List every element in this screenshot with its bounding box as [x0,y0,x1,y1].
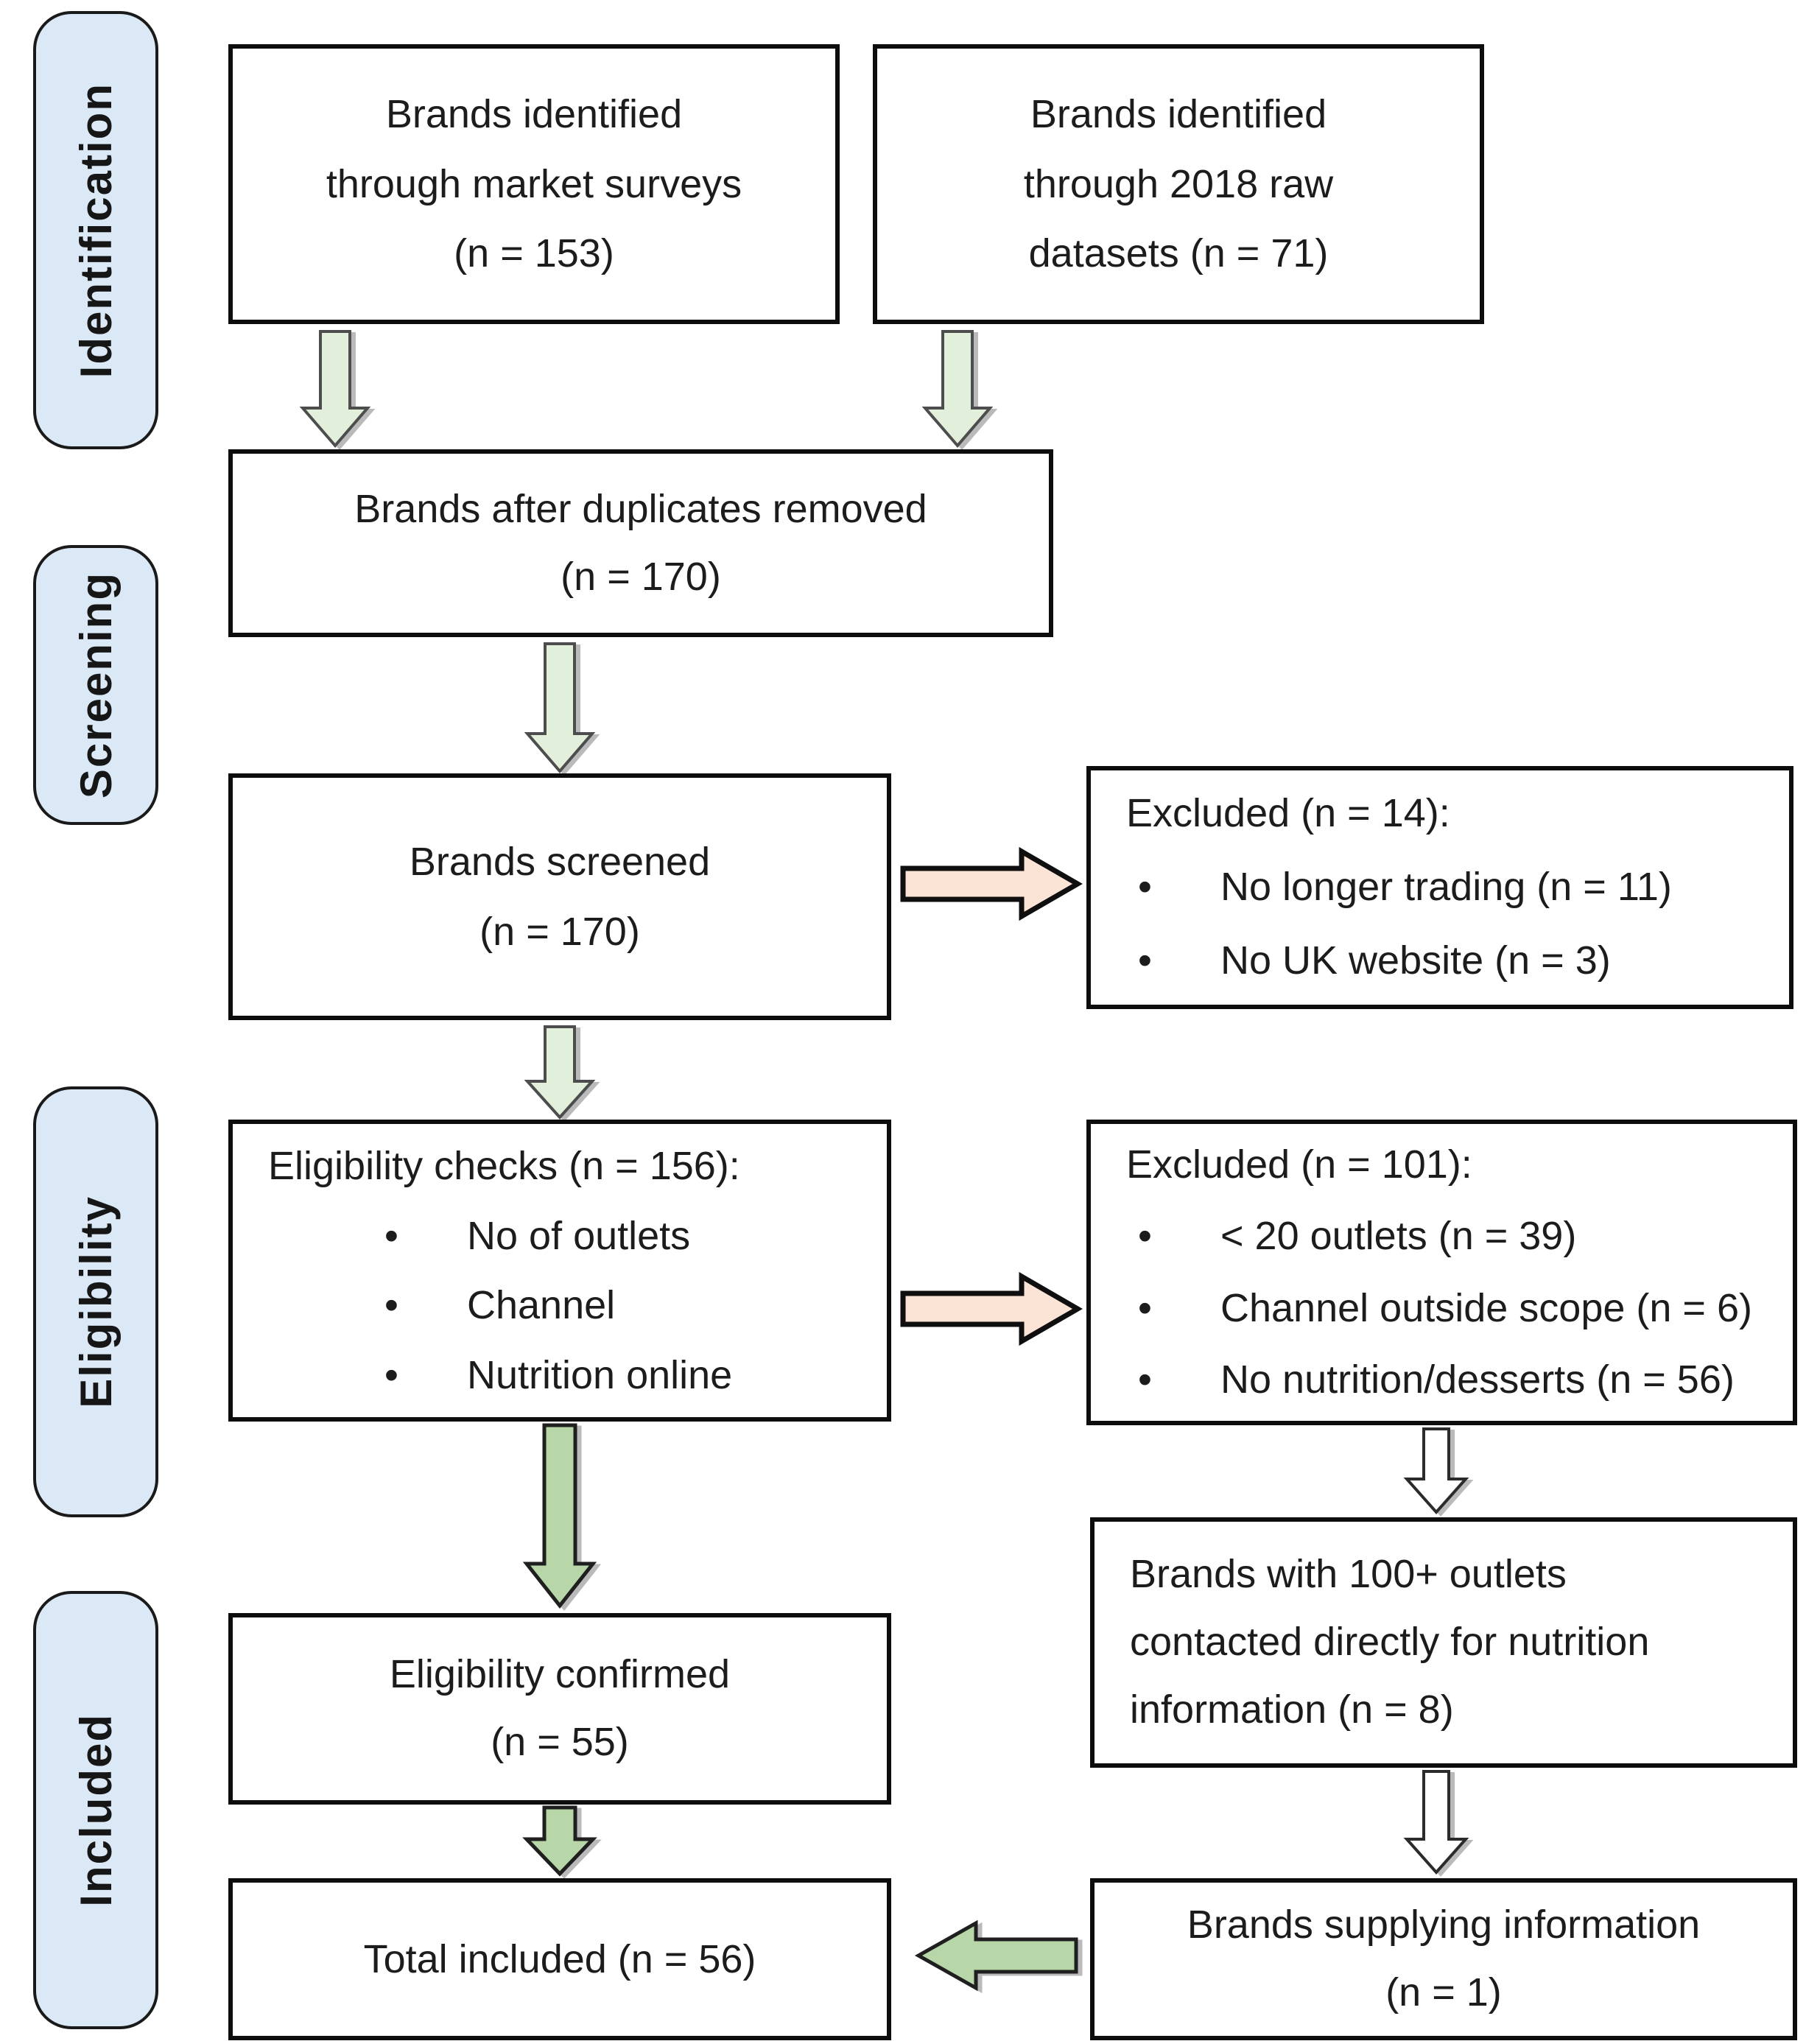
bullet-text: No nutrition/desserts (n = 56) [1220,1357,1735,1402]
box-text-line: (n = 153) [454,231,614,276]
stage-label-text: Screening [71,571,121,799]
bullet-item: • < 20 outlets (n = 39) [1091,1201,1793,1272]
box-text-line: Brands screened [409,840,711,884]
bullet-item: • No longer trading (n = 11) [1091,851,1789,924]
box-text-line: Brands after duplicates removed [354,486,927,531]
arrow-down-icon [522,1423,597,1609]
bullet-icon: • [1138,865,1152,910]
bullet-item: • No UK website (n = 3) [1091,924,1789,998]
box-title: Excluded (n = 14): [1126,791,1450,836]
bullet-icon: • [1138,938,1152,983]
box-eligibility-confirmed: Eligibility confirmed (n = 55) [228,1613,891,1805]
box-text-line: Total included (n = 56) [363,1936,756,1981]
box-brands-screened: Brands screened (n = 170) [228,773,891,1020]
box-text-line: Brands identified [1030,92,1327,137]
bullet-text: Channel [467,1283,616,1327]
box-text-line: (n = 55) [491,1720,629,1764]
box-text-line: through 2018 raw [1023,161,1334,206]
box-eligibility-checks: Eligibility checks (n = 156): • No of ou… [228,1120,891,1422]
bullet-text: < 20 outlets (n = 39) [1220,1214,1577,1259]
box-brands-identified-raw-datasets: Brands identified through 2018 raw datas… [873,44,1484,324]
bullet-item: • Nutrition online [233,1341,887,1411]
arrow-right-icon [900,846,1083,921]
arrow-down-icon [522,1805,597,1877]
box-brands-supplying: Brands supplying information (n = 1) [1090,1878,1797,2040]
bullet-text: Nutrition online [467,1352,733,1397]
box-text-line: Brands identified [385,92,683,137]
arrow-down-icon [1403,1427,1469,1515]
box-text-line: datasets (n = 71) [1028,231,1329,276]
bullet-text: No UK website (n = 3) [1220,938,1611,983]
box-title: Eligibility checks (n = 156): [268,1144,740,1188]
stage-label-screening: Screening [33,545,158,825]
arrow-down-icon [299,330,371,449]
arrow-left-icon [914,1919,1078,1992]
arrow-right-icon [900,1271,1083,1346]
bullet-icon: • [384,1213,398,1258]
box-text-line: (n = 1) [1385,1970,1502,2014]
arrow-down-icon [524,1025,596,1120]
bullet-icon: • [384,1352,398,1397]
box-text-line: (n = 170) [561,554,721,599]
bullet-icon: • [1138,1357,1152,1402]
bullet-item: • Channel outside scope (n = 6) [1091,1273,1793,1344]
bullet-icon: • [1138,1214,1152,1259]
box-text-line: information (n = 8) [1130,1687,1454,1732]
stage-label-text: Eligibility [71,1195,121,1408]
bullet-item: • No nutrition/desserts (n = 56) [1091,1344,1793,1416]
box-duplicates-removed: Brands after duplicates removed (n = 170… [228,449,1053,637]
box-text-line: Brands with 100+ outlets [1130,1552,1567,1597]
box-text-line: Eligibility confirmed [389,1652,731,1697]
stage-label-identification: Identification [33,11,158,449]
box-text-line: Brands supplying information [1187,1903,1701,1947]
box-contacted-directly: Brands with 100+ outlets contacted direc… [1090,1517,1797,1768]
arrow-down-icon [921,330,994,449]
stage-label-eligibility: Eligibility [33,1086,158,1517]
box-text-line: contacted directly for nutrition [1130,1620,1650,1665]
bullet-icon: • [384,1283,398,1327]
bullet-text: No longer trading (n = 11) [1220,865,1672,910]
arrow-down-icon [1403,1770,1469,1875]
stage-label-included: Included [33,1591,158,2029]
box-title: Excluded (n = 101): [1126,1142,1472,1187]
box-excluded-screening: Excluded (n = 14): • No longer trading (… [1086,766,1793,1009]
bullet-text: No of outlets [467,1213,691,1258]
bullet-item: • No of outlets [233,1201,887,1271]
arrow-down-icon [524,642,596,774]
box-text-line: through market surveys [326,161,742,206]
bullet-text: Channel outside scope (n = 6) [1220,1285,1752,1330]
bullet-item: • Channel [233,1271,887,1341]
box-brands-identified-market-surveys: Brands identified through market surveys… [228,44,840,324]
stage-label-text: Identification [71,82,121,379]
box-text-line: (n = 170) [479,909,640,954]
box-excluded-eligibility: Excluded (n = 101): • < 20 outlets (n = … [1086,1120,1797,1425]
bullet-icon: • [1138,1285,1152,1330]
stage-label-text: Included [71,1713,121,1907]
box-total-included: Total included (n = 56) [228,1878,891,2040]
